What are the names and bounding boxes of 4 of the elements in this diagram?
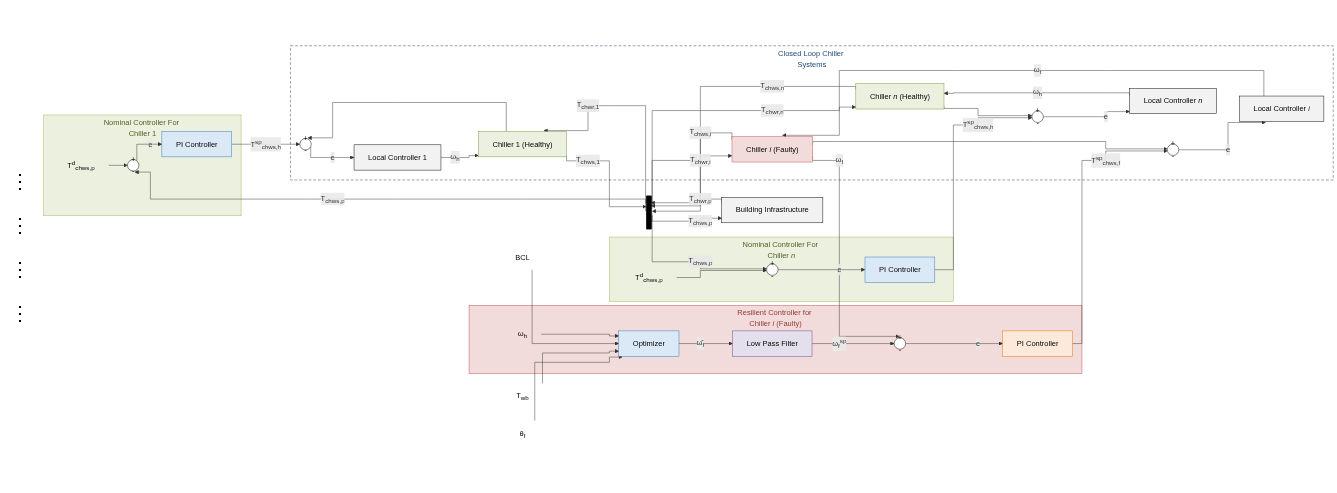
ellipsis-mark: ⋮ (10, 300, 30, 325)
ellipsis-mark: ⋮ (10, 256, 30, 281)
ellipsis-mark: ⋮ (10, 168, 30, 193)
ellipsis-mark: ⋮ (10, 212, 30, 237)
